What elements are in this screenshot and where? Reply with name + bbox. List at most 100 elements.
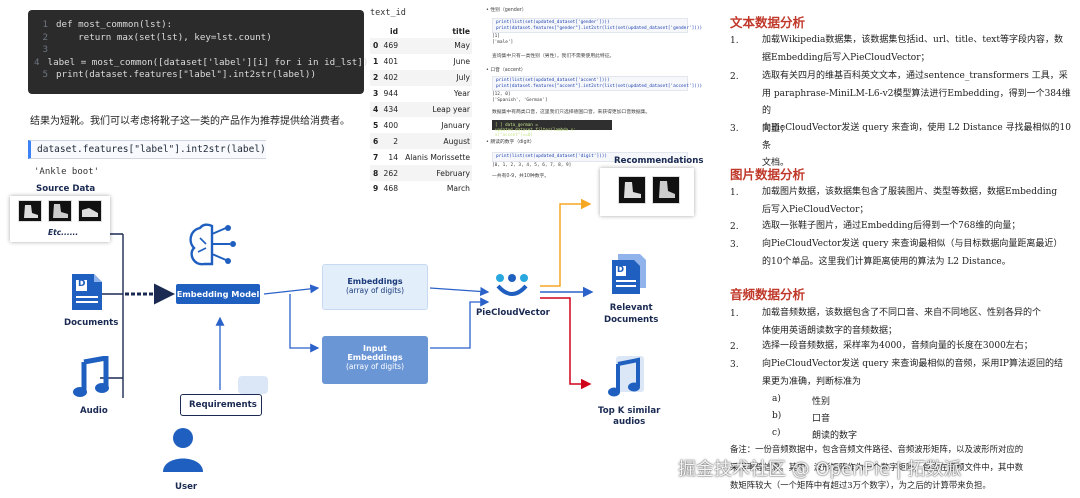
input-embeddings-subtitle: (array of digits)	[345, 362, 405, 371]
list-item: 加载音频数据，该数据包含了不同口音、来自不同地区、性别各异的个 体使用英语朗读数…	[762, 308, 1042, 336]
code-line: 2 return max(set(lst), key=lst.count)	[42, 31, 272, 43]
sub-item-value: 口音	[812, 414, 831, 424]
cell-id: 14	[388, 152, 399, 162]
cell-id: 434	[380, 101, 401, 118]
cell-output: [12, 0] ['Spanish', 'German']	[492, 92, 548, 103]
section-title-image-analysis: 图片数据分析	[730, 167, 806, 182]
notebook-screenshot: • 性别（gender） print(list(set(updated_data…	[484, 4, 702, 190]
notebook-cell-input[interactable]: dataset.features["label"].int2str(label)	[28, 140, 266, 159]
list-item: 加载Wikipedia数据集，该数据集包括id、url、title、text等字…	[762, 35, 1063, 63]
arrow-to-recommendations	[540, 198, 592, 287]
column-header	[370, 24, 381, 38]
relevant-documents-label: Relevant Documents	[604, 303, 659, 325]
arrow-to-input-embeddings	[289, 294, 320, 353]
embeddings-box: Embeddings (array of digits)	[322, 264, 428, 310]
requirements-label: Requirements	[189, 400, 257, 410]
cell-title: Leap year	[400, 101, 472, 118]
column-header: id	[390, 26, 399, 36]
row-index: 3	[373, 89, 379, 99]
boot-image-thumbnail	[618, 176, 646, 204]
list-item: 选取一张鞋子图片，通过Embedding后得到一个768维的向量；	[762, 221, 1021, 231]
code-cell[interactable]: print(list(set(updated_dataset['digit'])…	[492, 152, 688, 162]
cell-output: [1] ['male']	[492, 34, 514, 45]
cell-title: February	[400, 165, 472, 182]
footnote-text: 备注：一份音频数据中，包含音频文件路径、音频波形矩阵，以及波形所对应的 采样率等…	[730, 444, 1024, 490]
cell-title: March	[446, 184, 470, 194]
diagram-connectors	[62, 198, 594, 398]
list-number: 3.	[730, 360, 739, 370]
row-index: 9	[373, 184, 379, 194]
cell-id: 468	[383, 184, 399, 194]
embeddings-title: Embeddings	[347, 277, 403, 286]
row-index: 8	[370, 165, 381, 182]
dark-code-cell[interactable]: [ ] data_german = updated_dataset.filter…	[492, 120, 612, 137]
arrow-to-topk	[540, 297, 592, 390]
table-caption: text_id	[370, 8, 406, 18]
input-embeddings-box: Input Embeddings (array of digits)	[322, 336, 428, 384]
cell-title: May	[400, 38, 472, 54]
documents-label: Documents	[64, 318, 119, 328]
cell-title: Year	[453, 89, 470, 99]
cell-title: July	[400, 69, 472, 86]
section-title-audio-analysis: 音频数据分析	[730, 287, 806, 302]
cell-title: Alanis Morissette	[405, 152, 470, 162]
sub-item-value: 朗读的数字	[812, 431, 858, 441]
article-panel: 文本数据分析 1. 加载Wikipedia数据集，该数据集包括id、url、ti…	[700, 0, 1080, 498]
arrow-to-piecloud	[429, 286, 490, 297]
note-text: 查询集中只有一类性别（男性），我们不需要使用此特征。	[492, 54, 615, 59]
sneaker-image-thumbnail	[78, 200, 102, 222]
input-embeddings-title-1: Input	[363, 344, 387, 353]
list-item: 向PieCloudVector发送 query 来查询，使用 L2 Distan…	[762, 123, 1071, 168]
sub-item-value: 性别	[812, 397, 831, 407]
boot-image-thumbnail	[18, 200, 42, 222]
cell-id: 469	[380, 38, 401, 54]
user-icon	[160, 426, 206, 478]
chat-bubble-icon	[230, 374, 272, 404]
user-label: User	[175, 482, 198, 492]
piecloud-label: PieCloudVector	[476, 308, 550, 318]
row-index: 0	[370, 38, 381, 54]
architecture-diagram: Source Data Etc...... D Documents Audio …	[0, 156, 703, 498]
table-row: 3 944 Year	[370, 86, 472, 102]
row-index: 2	[370, 69, 381, 86]
brain-network-icon	[186, 220, 242, 276]
list-item: 向PieCloudVector发送 query 来查询最相似的音频，采用IP算法…	[762, 359, 1063, 387]
document-icon: D	[70, 272, 104, 316]
document-stack-icon: D	[608, 252, 648, 300]
arrow-to-embeddings	[263, 284, 320, 295]
result-paragraph: 结果为短靴。我们可以考虑将靴子这一类的产品作为推荐提供给消费者。	[30, 116, 350, 127]
list-item: 选取有关四月的维基百科英文文本，通过sentence_transformers …	[762, 71, 1071, 134]
section-heading-digit: • 朗读的数字（digit）	[486, 140, 535, 145]
cell-id: 2	[380, 133, 401, 150]
list-number: 2.	[730, 72, 739, 82]
code-cell[interactable]: print(list(set(updated_dataset['gender']…	[492, 18, 702, 34]
cell-id: 944	[383, 89, 399, 99]
list-item: 选择一段音频数据，采样率为4000，音频向量的长度在3000左右；	[762, 341, 1033, 351]
code-line: 3	[42, 44, 48, 56]
embeddings-subtitle: (array of digits)	[345, 286, 405, 295]
boot-image-thumbnail	[48, 200, 72, 222]
row-index: 4	[370, 101, 381, 118]
audio-stack-icon	[606, 354, 646, 404]
input-embeddings-title-2: Embeddings	[347, 353, 403, 362]
sub-item-key: b)	[772, 411, 782, 421]
source-data-label: Source Data	[36, 184, 96, 194]
code-cell[interactable]: print(list(set(updated_dataset['accent']…	[492, 76, 702, 92]
sub-item-key: a)	[772, 394, 781, 404]
notebook-cell-output: 'Ankle boot'	[34, 167, 100, 177]
cell-title: August	[400, 133, 472, 150]
table-row: 9 468 March	[370, 181, 472, 197]
row-index: 1	[373, 57, 379, 67]
table-header-row: id title	[370, 24, 472, 38]
source-data-panel: Etc......	[10, 196, 110, 242]
doc-glyph: D	[78, 279, 86, 289]
etc-label: Etc......	[48, 228, 79, 237]
